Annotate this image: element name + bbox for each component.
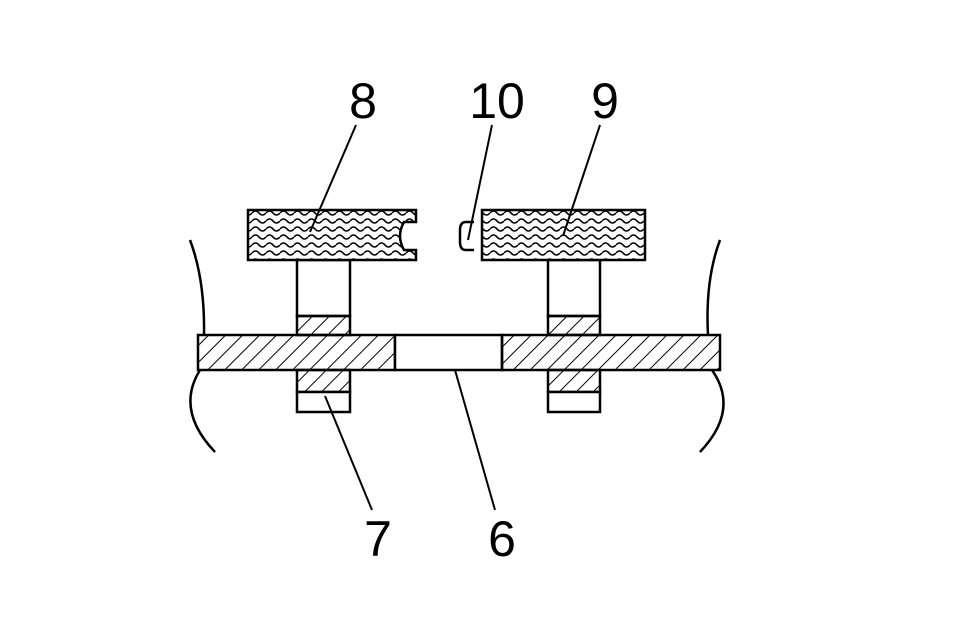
label-9: 9 (591, 73, 619, 129)
plate-left-hatched (196, 333, 397, 372)
right-post-base (546, 390, 602, 414)
left-post (295, 258, 352, 318)
plate-right-hatched (500, 333, 722, 372)
right-housing-outline (699, 239, 725, 453)
right-lower-collar (546, 368, 602, 394)
label-6: 6 (488, 511, 516, 567)
left-upper-collar (295, 314, 352, 337)
left-post-base (295, 390, 352, 414)
leader-8 (309, 124, 357, 233)
plate-gap (393, 333, 504, 372)
block-8 (246, 208, 418, 262)
leader-6 (454, 369, 496, 511)
leader-10 (467, 124, 493, 241)
left-lower-collar (295, 368, 352, 394)
right-upper-collar (546, 314, 602, 337)
leader-9 (562, 124, 601, 237)
label-10: 10 (469, 73, 525, 129)
left-housing-outline (188, 239, 216, 453)
label-8: 8 (349, 73, 377, 129)
right-post (546, 258, 602, 318)
leader-7 (324, 395, 373, 511)
label-7: 7 (364, 511, 392, 567)
